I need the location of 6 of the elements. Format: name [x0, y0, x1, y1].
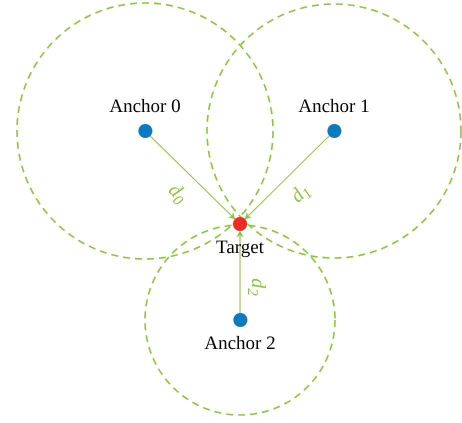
- node-label: Anchor 0: [109, 96, 181, 118]
- arrow: [244, 135, 330, 220]
- arrow: [150, 135, 236, 220]
- node-label: Anchor 1: [298, 96, 370, 118]
- node-label: Anchor 2: [204, 333, 276, 355]
- arrow: [236, 230, 244, 314]
